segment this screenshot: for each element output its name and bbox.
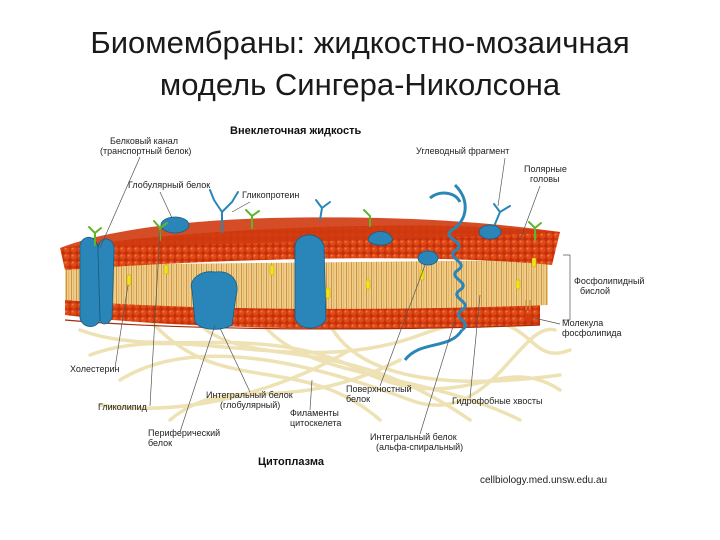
label-phospholipid: Молекула — [562, 318, 603, 328]
carbohydrate-chains — [209, 189, 511, 233]
label-cholesterol: Холестерин — [70, 364, 120, 374]
membrane-diagram: Внеклеточная жидкость Цитоплазма Белковы… — [60, 125, 644, 486]
label-peripheral-protein-sub: белок — [148, 438, 172, 448]
label-protein-channel-sub: (транспортный белок) — [100, 146, 191, 156]
extracellular-label: Внеклеточная жидкость — [230, 125, 361, 137]
alpha-helix-protein — [403, 183, 467, 361]
surface-protein-3 — [478, 224, 502, 240]
membrane-proteins — [79, 183, 502, 361]
cholesterol-molecules — [126, 257, 537, 299]
label-polar-heads: Полярные — [524, 164, 567, 174]
surface-protein — [367, 231, 393, 246]
label-glycoprotein: Гликопротеин — [242, 190, 299, 200]
label-globular-protein: Глобулярный белок — [128, 180, 210, 190]
source-credit: cellbiology.med.unsw.edu.au — [480, 475, 607, 486]
integral-protein-center — [294, 234, 327, 329]
label-polar-heads-sub: головы — [530, 174, 560, 184]
integral-protein-left — [190, 271, 238, 330]
cytoplasm-label: Цитоплазма — [258, 456, 325, 468]
title-line-1: Биомембраны: жидкостно-мозаичная — [90, 25, 630, 60]
label-surface-protein: Поверхностный — [346, 384, 412, 394]
label-integral-protein-sub: (глобулярный) — [220, 400, 280, 410]
label-filaments-sub: цитоскелета — [290, 418, 341, 428]
label-glycolipid: Гликолипид — [98, 402, 148, 412]
cytoskeleton-filaments — [78, 318, 572, 422]
label-bilayer: Фосфолипидный — [574, 276, 644, 286]
surface-protein-2 — [417, 250, 439, 266]
protein-channel — [79, 236, 115, 327]
title-line-2: модель Сингера-Николсона — [159, 67, 561, 102]
globular-protein — [160, 216, 190, 234]
label-alpha-protein-sub: (альфа-спиральный) — [376, 442, 463, 452]
peripheral-protein-loop — [429, 191, 462, 203]
label-bilayer-sub: бислой — [580, 286, 610, 296]
label-carbohydrate: Углеводный фрагмент — [416, 146, 509, 156]
label-alpha-protein: Интегральный белок — [370, 432, 457, 442]
label-peripheral-protein: Периферический — [148, 428, 220, 438]
label-surface-protein-sub: белок — [346, 394, 370, 404]
label-protein-channel: Белковый канал — [110, 136, 178, 146]
glycolipids — [88, 209, 542, 246]
phospholipid-molecule — [524, 300, 532, 322]
label-filaments: Филаменты — [290, 408, 339, 418]
label-integral-protein: Интегральный белок — [206, 390, 293, 400]
label-hydrophobic-tails: Гидрофобные хвосты — [452, 396, 542, 406]
slide-title: Биомембраны: жидкостно-мозаичная модель … — [0, 22, 720, 106]
label-phospholipid-sub: фосфолипида — [562, 328, 622, 338]
